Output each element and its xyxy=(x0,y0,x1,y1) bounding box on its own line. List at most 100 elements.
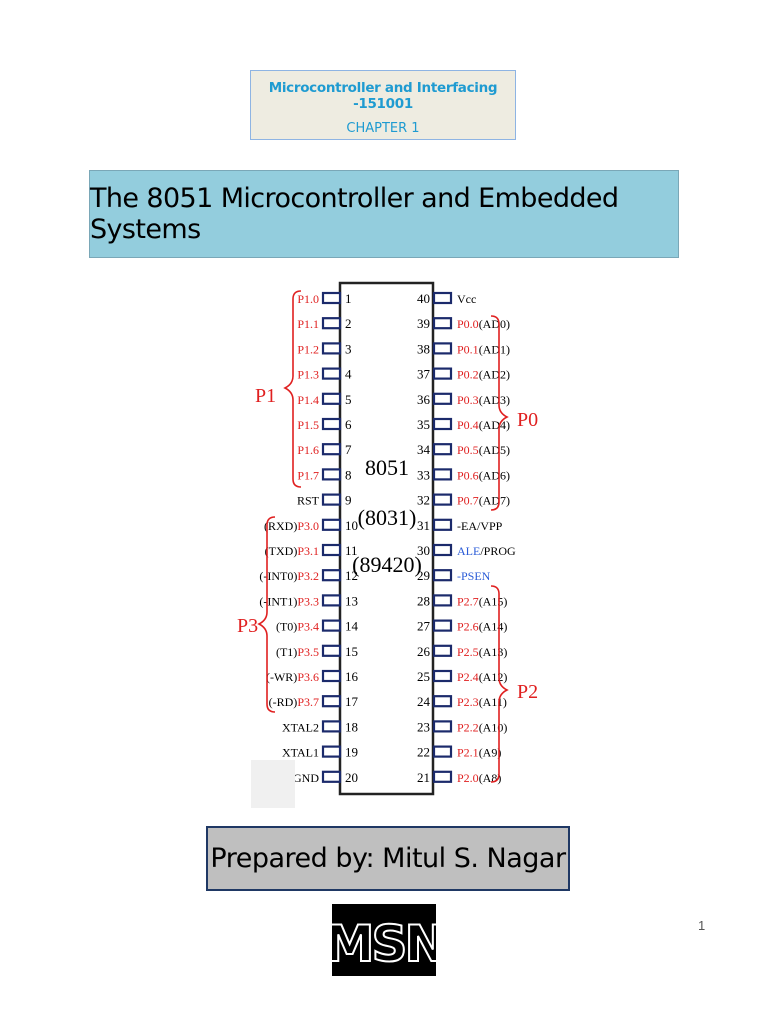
right-pin-label: ALE/PROG xyxy=(457,544,516,558)
left-pin-number: 15 xyxy=(345,644,358,659)
right-pin-name: Vcc xyxy=(457,292,476,306)
title-banner: The 8051 Microcontroller and Embedded Sy… xyxy=(89,170,679,258)
right-pin-label: Vcc xyxy=(457,292,476,306)
left-pin-name: P1.2 xyxy=(297,342,319,356)
left-pin-number: 3 xyxy=(345,341,352,356)
right-pin-38 xyxy=(432,342,453,355)
right-pin-alt-function: (AD3) xyxy=(479,393,510,407)
left-pin-number: 20 xyxy=(345,770,358,785)
pin-diagram-8051: 8051 (8031) (89420) 1P1.02P1.13P1.24P1.3… xyxy=(237,281,538,808)
left-pin-label: (-WR)P3.6 xyxy=(266,670,319,684)
right-pin-name: P2.1 xyxy=(457,746,479,760)
left-pin-label: (T1)P3.5 xyxy=(276,645,319,659)
left-pin-5 xyxy=(321,392,342,405)
right-pin-37 xyxy=(432,367,453,380)
right-pin-24 xyxy=(432,695,453,708)
left-pin-9 xyxy=(321,493,342,506)
left-pin-label: XTAL1 xyxy=(282,746,319,760)
right-pin-name: P0.5 xyxy=(457,443,479,457)
right-pin-alt-function: (A15) xyxy=(479,594,508,608)
right-pin-26 xyxy=(432,644,453,657)
left-pin-16 xyxy=(321,669,342,683)
left-pin-label: (RXD)P3.0 xyxy=(264,519,319,533)
left-pin-label: P1.5 xyxy=(297,418,319,432)
left-pin-number: 5 xyxy=(345,392,352,407)
left-pin-name: P1.7 xyxy=(297,468,319,482)
right-pin-alt-function: (AD0) xyxy=(479,317,510,331)
left-pin-number: 11 xyxy=(345,543,358,558)
right-pin-number: 22 xyxy=(417,745,430,760)
right-pin-number: 37 xyxy=(417,367,431,382)
right-pin-number: 24 xyxy=(417,694,431,709)
right-pin-number: 36 xyxy=(417,392,431,407)
right-pin-number: 35 xyxy=(417,417,430,432)
page-number: 1 xyxy=(698,918,706,933)
chapter-label: CHAPTER 1 xyxy=(346,121,420,136)
left-pin-label: P1.6 xyxy=(297,443,319,457)
left-pin-number: 8 xyxy=(345,467,352,482)
right-pin-label: -EA/VPP xyxy=(457,519,503,533)
right-pin-name: P0.0 xyxy=(457,317,479,331)
port-label-p1: P1 xyxy=(255,385,276,407)
left-pin-18 xyxy=(321,720,342,733)
right-pin-name: P2.6 xyxy=(457,620,479,634)
left-pin-name: P1.5 xyxy=(297,418,319,432)
left-pin-label: (T0)P3.4 xyxy=(276,620,319,634)
right-pin-alt-function: (A13) xyxy=(479,645,508,659)
right-pin-33 xyxy=(432,468,453,481)
left-pin-alt-function: (T1) xyxy=(276,645,297,659)
right-pin-name: P2.2 xyxy=(457,720,479,734)
right-pin-number: 25 xyxy=(417,669,430,684)
right-pin-name: P0.6 xyxy=(457,468,479,482)
left-pin-name: P1.4 xyxy=(297,393,319,407)
left-pin-12 xyxy=(321,569,342,582)
left-pin-name: P3.6 xyxy=(297,670,319,684)
port-label-p2: P2 xyxy=(517,681,538,703)
port-label-p3: P3 xyxy=(237,615,258,637)
right-pin-number: 23 xyxy=(417,719,430,734)
right-pin-alt-function: (A9) xyxy=(479,746,502,760)
right-pin-name: P2.0 xyxy=(457,771,479,785)
left-pin-name: P3.7 xyxy=(297,695,319,709)
left-pin-group: 1P1.02P1.13P1.24P1.35P1.46P1.57P1.68P1.7… xyxy=(259,291,358,785)
left-pin-label: XTAL2 xyxy=(282,720,319,734)
chip-label-8031: (8031) xyxy=(358,505,417,530)
left-pin-number: 14 xyxy=(345,619,359,634)
p0-brace xyxy=(490,315,509,511)
left-pin-label: GND xyxy=(293,771,319,785)
left-pin-name: P3.4 xyxy=(297,620,319,634)
left-pin-label: P1.4 xyxy=(297,393,319,407)
left-pin-name: P1.3 xyxy=(297,368,319,382)
left-pin-alt-function: (-WR) xyxy=(266,670,297,684)
right-pin-36 xyxy=(432,392,453,405)
left-pin-number: 7 xyxy=(345,442,352,457)
left-pin-number: 19 xyxy=(345,745,358,760)
right-pin-29 xyxy=(432,569,453,582)
left-pin-alt-function: (RXD) xyxy=(264,519,297,533)
right-pin-name: P2.3 xyxy=(457,695,479,709)
right-pin-number: 40 xyxy=(417,291,430,306)
right-pin-31 xyxy=(432,518,453,531)
left-pin-alt-function: (TXD) xyxy=(265,544,298,558)
right-pin-alt-function: (AD2) xyxy=(479,368,510,382)
left-pin-number: 13 xyxy=(345,593,358,608)
right-pin-label: P0.1(AD1) xyxy=(457,342,510,356)
right-pin-label: P0.6(AD6) xyxy=(457,468,510,482)
right-pin-39 xyxy=(432,317,453,330)
right-pin-40 xyxy=(432,291,453,305)
left-pin-7 xyxy=(321,443,342,456)
right-pin-number: 26 xyxy=(417,644,431,659)
right-pin-name: ALE xyxy=(457,544,480,558)
left-pin-label: P1.0 xyxy=(297,292,319,306)
left-pin-name: P3.1 xyxy=(297,544,319,558)
course-title: Microcontroller and Interfacing -151001 xyxy=(268,80,498,112)
left-pin-number: 10 xyxy=(345,518,358,533)
right-pin-35 xyxy=(432,417,453,431)
right-pin-34 xyxy=(432,443,453,456)
left-pin-number: 17 xyxy=(345,694,359,709)
right-pin-label: P2.0(A8) xyxy=(457,771,501,785)
prepared-by-box: Prepared by: Mitul S. Nagar xyxy=(206,826,570,891)
right-pin-name: P0.4 xyxy=(457,418,479,432)
prepared-by-text: Prepared by: Mitul S. Nagar xyxy=(210,843,566,874)
